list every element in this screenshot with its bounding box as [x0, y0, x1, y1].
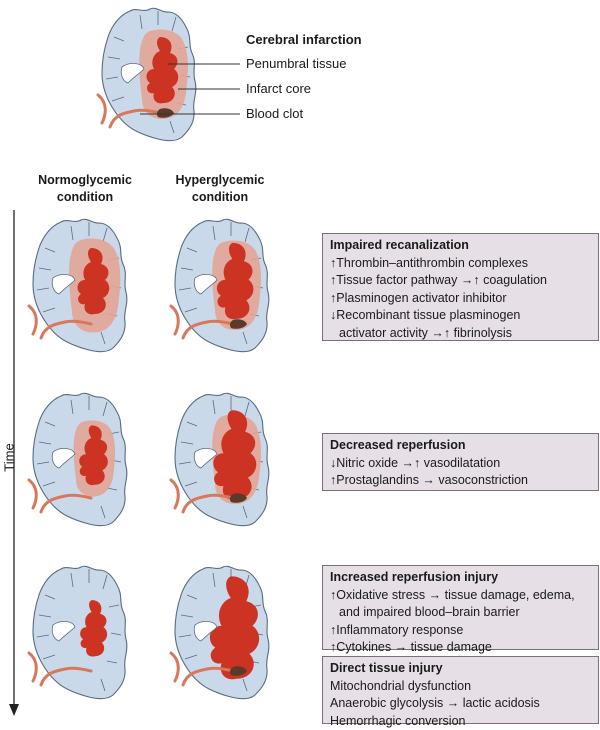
hyperglycemic-heading: Hyperglycemic condition	[155, 172, 285, 206]
box-line: ↑Oxidative stress → tissue damage, edema…	[330, 587, 575, 602]
brain-sulci	[36, 396, 122, 519]
infarct-core-group	[216, 242, 254, 320]
infarct-core-group	[79, 425, 108, 486]
direct-tissue-injury-box: Direct tissue injury Mitochondrial dysfu…	[322, 656, 599, 728]
artery	[96, 93, 162, 129]
blood-clot	[229, 493, 247, 503]
ventricle	[120, 63, 145, 84]
artery	[169, 478, 235, 514]
infarct-core	[216, 242, 254, 320]
infarct-core-group	[80, 600, 108, 657]
infarct-core-group	[213, 410, 257, 500]
artery	[169, 651, 235, 687]
brain-section	[169, 565, 270, 700]
artery	[27, 304, 93, 340]
ventricle	[193, 621, 218, 642]
time-label: Time	[1, 443, 17, 472]
ventricle	[193, 274, 218, 295]
box-line: ↓Recombinant tissue plasminogen	[330, 308, 521, 322]
infarct-core	[80, 600, 108, 657]
blood-clot	[156, 108, 174, 118]
box-title: Increased reperfusion injury	[330, 570, 499, 584]
infarct-core-group	[209, 576, 260, 680]
hyper-heading-line1: Hyperglycemic	[175, 173, 265, 187]
brain-outline	[32, 565, 128, 700]
infarct-core	[77, 248, 110, 315]
ventricle	[51, 621, 76, 642]
box-line: and impaired blood–brain barrier	[339, 605, 520, 619]
legend-title: Cerebral infarction	[246, 32, 362, 47]
ventricle	[193, 448, 218, 469]
legend-core-label: Infarct core	[246, 81, 312, 96]
brain-section	[27, 565, 128, 700]
brain-section	[27, 218, 128, 353]
time-arrow	[9, 210, 19, 716]
box-line: ↑Tissue factor pathway →↑ coagulation	[330, 273, 548, 287]
brain-section	[96, 7, 197, 142]
brain-section	[27, 392, 128, 527]
box-line: ↑Prostaglandins → vasoconstriction	[330, 473, 529, 487]
box-title: Decreased reperfusion	[330, 438, 466, 452]
box-line: ↑Plasminogen activator inhibitor	[330, 290, 507, 305]
infarct-core-group	[77, 248, 110, 315]
hyper-heading-line2: condition	[191, 190, 249, 204]
infarct-core-group	[146, 37, 179, 104]
infarct-core	[209, 576, 260, 680]
infarct-core	[213, 410, 257, 500]
artery	[27, 651, 93, 687]
infarct-core	[146, 37, 179, 104]
brain-section	[169, 218, 270, 353]
legend-clot-label: Blood clot	[246, 106, 304, 121]
artery	[169, 304, 235, 340]
increased-reperfusion-injury-box: Increased reperfusion injury ↑Oxidative …	[322, 565, 599, 654]
impaired-recanalization-box: Impaired recanalization ↑Thrombin–antith…	[322, 233, 599, 341]
infarct-core	[79, 425, 108, 486]
box-line: Hemorrhagic conversion	[330, 713, 466, 728]
box-line: activator activity →↑ fibrinolysis	[339, 325, 512, 340]
box-title: Impaired recanalization	[330, 238, 469, 252]
blood-clot	[229, 666, 247, 676]
box-line: ↓Nitric oxide →↑ vasodilatation	[330, 455, 501, 470]
box-line: ↑Cytokines → tissue damage	[330, 640, 492, 654]
brain-sulci	[36, 569, 122, 692]
ventricle	[51, 448, 76, 469]
box-line: Anaerobic glycolysis → lactic acidosis	[330, 696, 540, 710]
legend-penumbral-label: Penumbral tissue	[246, 56, 347, 71]
brain-section	[169, 392, 270, 527]
box-line: ↑Inflammatory response	[330, 622, 464, 637]
normoglycemic-heading: Normoglycemic condition	[20, 172, 150, 206]
ventricle	[51, 274, 76, 295]
normo-heading-line1: Normoglycemic	[38, 173, 132, 187]
decreased-reperfusion-box: Decreased reperfusion ↓Nitric oxide →↑ v…	[322, 433, 599, 491]
box-title: Direct tissue injury	[330, 661, 443, 675]
box-line: Mitochondrial dysfunction	[330, 678, 472, 693]
blood-clot	[229, 319, 247, 329]
artery	[27, 478, 93, 514]
box-line: ↑Thrombin–antithrombin complexes	[330, 255, 529, 270]
normo-heading-line2: condition	[56, 190, 114, 204]
